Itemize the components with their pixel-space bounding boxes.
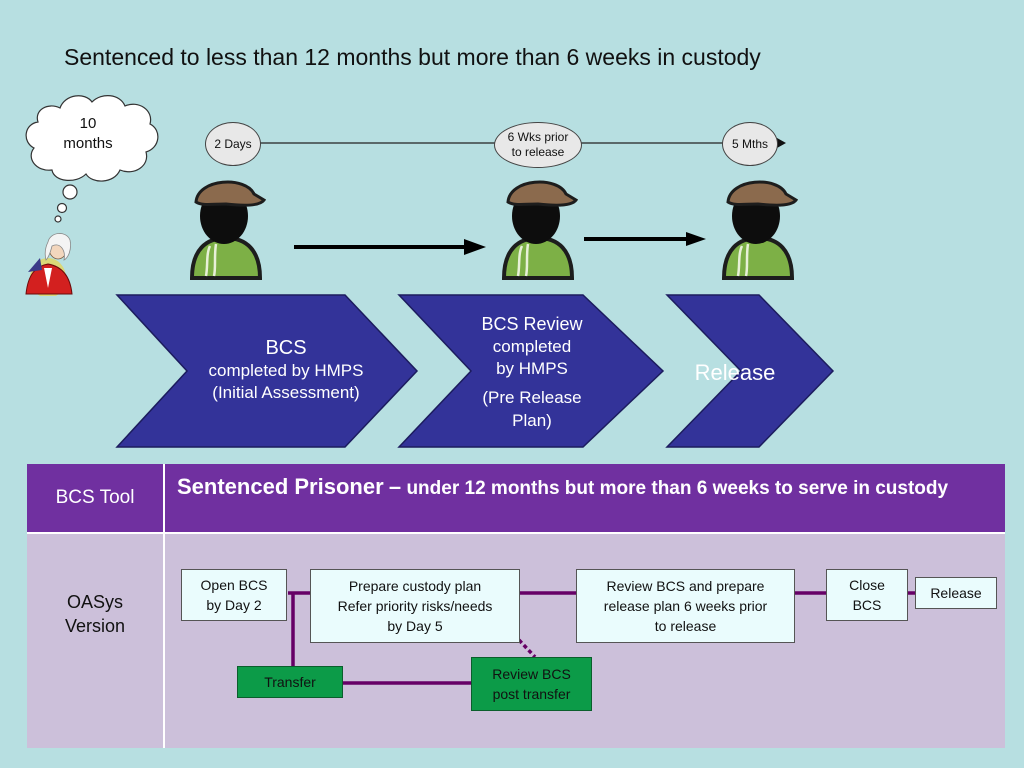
timeline-marker-5-mths: 5 Mths <box>722 122 778 166</box>
flow-connectors <box>288 591 915 685</box>
chevron-review-line3: by HMPS <box>496 359 568 378</box>
flow-close-line1: Close <box>849 577 885 593</box>
flow-review-post-line2: post transfer <box>492 686 571 702</box>
chevron-bcs-title: BCS <box>265 337 307 359</box>
chevron-bcs-line3: (Initial Assessment) <box>212 383 360 402</box>
judge-icon <box>25 233 73 296</box>
thought-line2: months <box>63 135 113 152</box>
thought-text: 10 months <box>48 114 128 154</box>
prisoner-icon <box>189 180 266 280</box>
prisoner-icon <box>721 180 798 280</box>
chevron-process <box>115 294 835 448</box>
row-label-oasys: OASys Version <box>27 534 165 748</box>
header-subtitle: under 12 months but more than 6 weeks to… <box>406 478 949 499</box>
flow-review-post-line1: Review BCS <box>492 666 571 682</box>
flow-review-line2: release plan 6 weeks prior <box>603 598 768 614</box>
flow-prepare-line1: Prepare custody plan <box>348 578 482 594</box>
thought-line1: 10 <box>79 115 97 132</box>
chevron-review-title: BCS Review <box>481 314 583 334</box>
chevron-bcs-line2: completed by HMPS <box>208 361 364 380</box>
flow-release-label: Release <box>930 585 982 601</box>
table-header-sentenced: Sentenced Prisoner – under 12 months but… <box>165 464 1005 534</box>
flow-prepare-plan: Prepare custody plan Refer priority risk… <box>310 569 520 643</box>
flow-open-bcs: Open BCS by Day 2 <box>181 569 287 621</box>
chevron-review-line4: (Pre Release <box>482 388 582 407</box>
flow-open-bcs-line1: Open BCS <box>200 577 268 593</box>
progress-arrows <box>294 232 706 255</box>
header-label: BCS Tool <box>55 487 135 508</box>
header-title: Sentenced Prisoner <box>177 474 384 499</box>
flow-transfer-label: Transfer <box>264 674 316 690</box>
timeline-marker-6-wks: 6 Wks prior to release <box>494 122 582 168</box>
chevron-bcs-review: BCS Review completed by HMPS (Pre Releas… <box>447 312 617 432</box>
prisoner-icon <box>501 180 578 280</box>
flow-review-post-transfer: Review BCS post transfer <box>471 657 592 711</box>
row-label-line2: Version <box>64 616 126 636</box>
thought-cloud <box>25 95 159 223</box>
flow-release: Release <box>915 577 997 609</box>
flow-open-bcs-line2: by Day 2 <box>206 597 262 613</box>
row-label-line1: OASys <box>66 592 123 612</box>
table-header-bcs-tool: BCS Tool <box>27 464 165 534</box>
flow-review-line1: Review BCS and prepare <box>606 578 765 594</box>
timeline-marker-label: to release <box>511 145 565 159</box>
flow-review-line3: to release <box>654 618 717 634</box>
timeline-marker-label: 6 Wks prior <box>507 130 569 144</box>
flow-review-bcs: Review BCS and prepare release plan 6 we… <box>576 569 795 643</box>
chevron-release: Release <box>680 360 790 386</box>
flow-prepare-line3: by Day 5 <box>387 618 443 634</box>
chevron-bcs: BCS completed by HMPS (Initial Assessmen… <box>186 336 386 404</box>
flow-transfer: Transfer <box>237 666 343 698</box>
page-title: Sentenced to less than 12 months but mor… <box>64 44 761 70</box>
flow-prepare-line2: Refer priority risks/needs <box>337 598 493 614</box>
chevron-review-line5: Plan) <box>512 411 552 430</box>
chevron-release-label: Release <box>694 360 776 385</box>
timeline-marker-label: 2 Days <box>214 136 252 151</box>
chevron-review-line2: completed <box>492 337 572 356</box>
header-dash: – <box>388 474 402 499</box>
timeline-marker-2-days: 2 Days <box>205 122 261 166</box>
flow-close-bcs: Close BCS <box>826 569 908 621</box>
timeline-marker-label: 5 Mths <box>731 136 768 151</box>
flow-close-line2: BCS <box>852 597 882 613</box>
